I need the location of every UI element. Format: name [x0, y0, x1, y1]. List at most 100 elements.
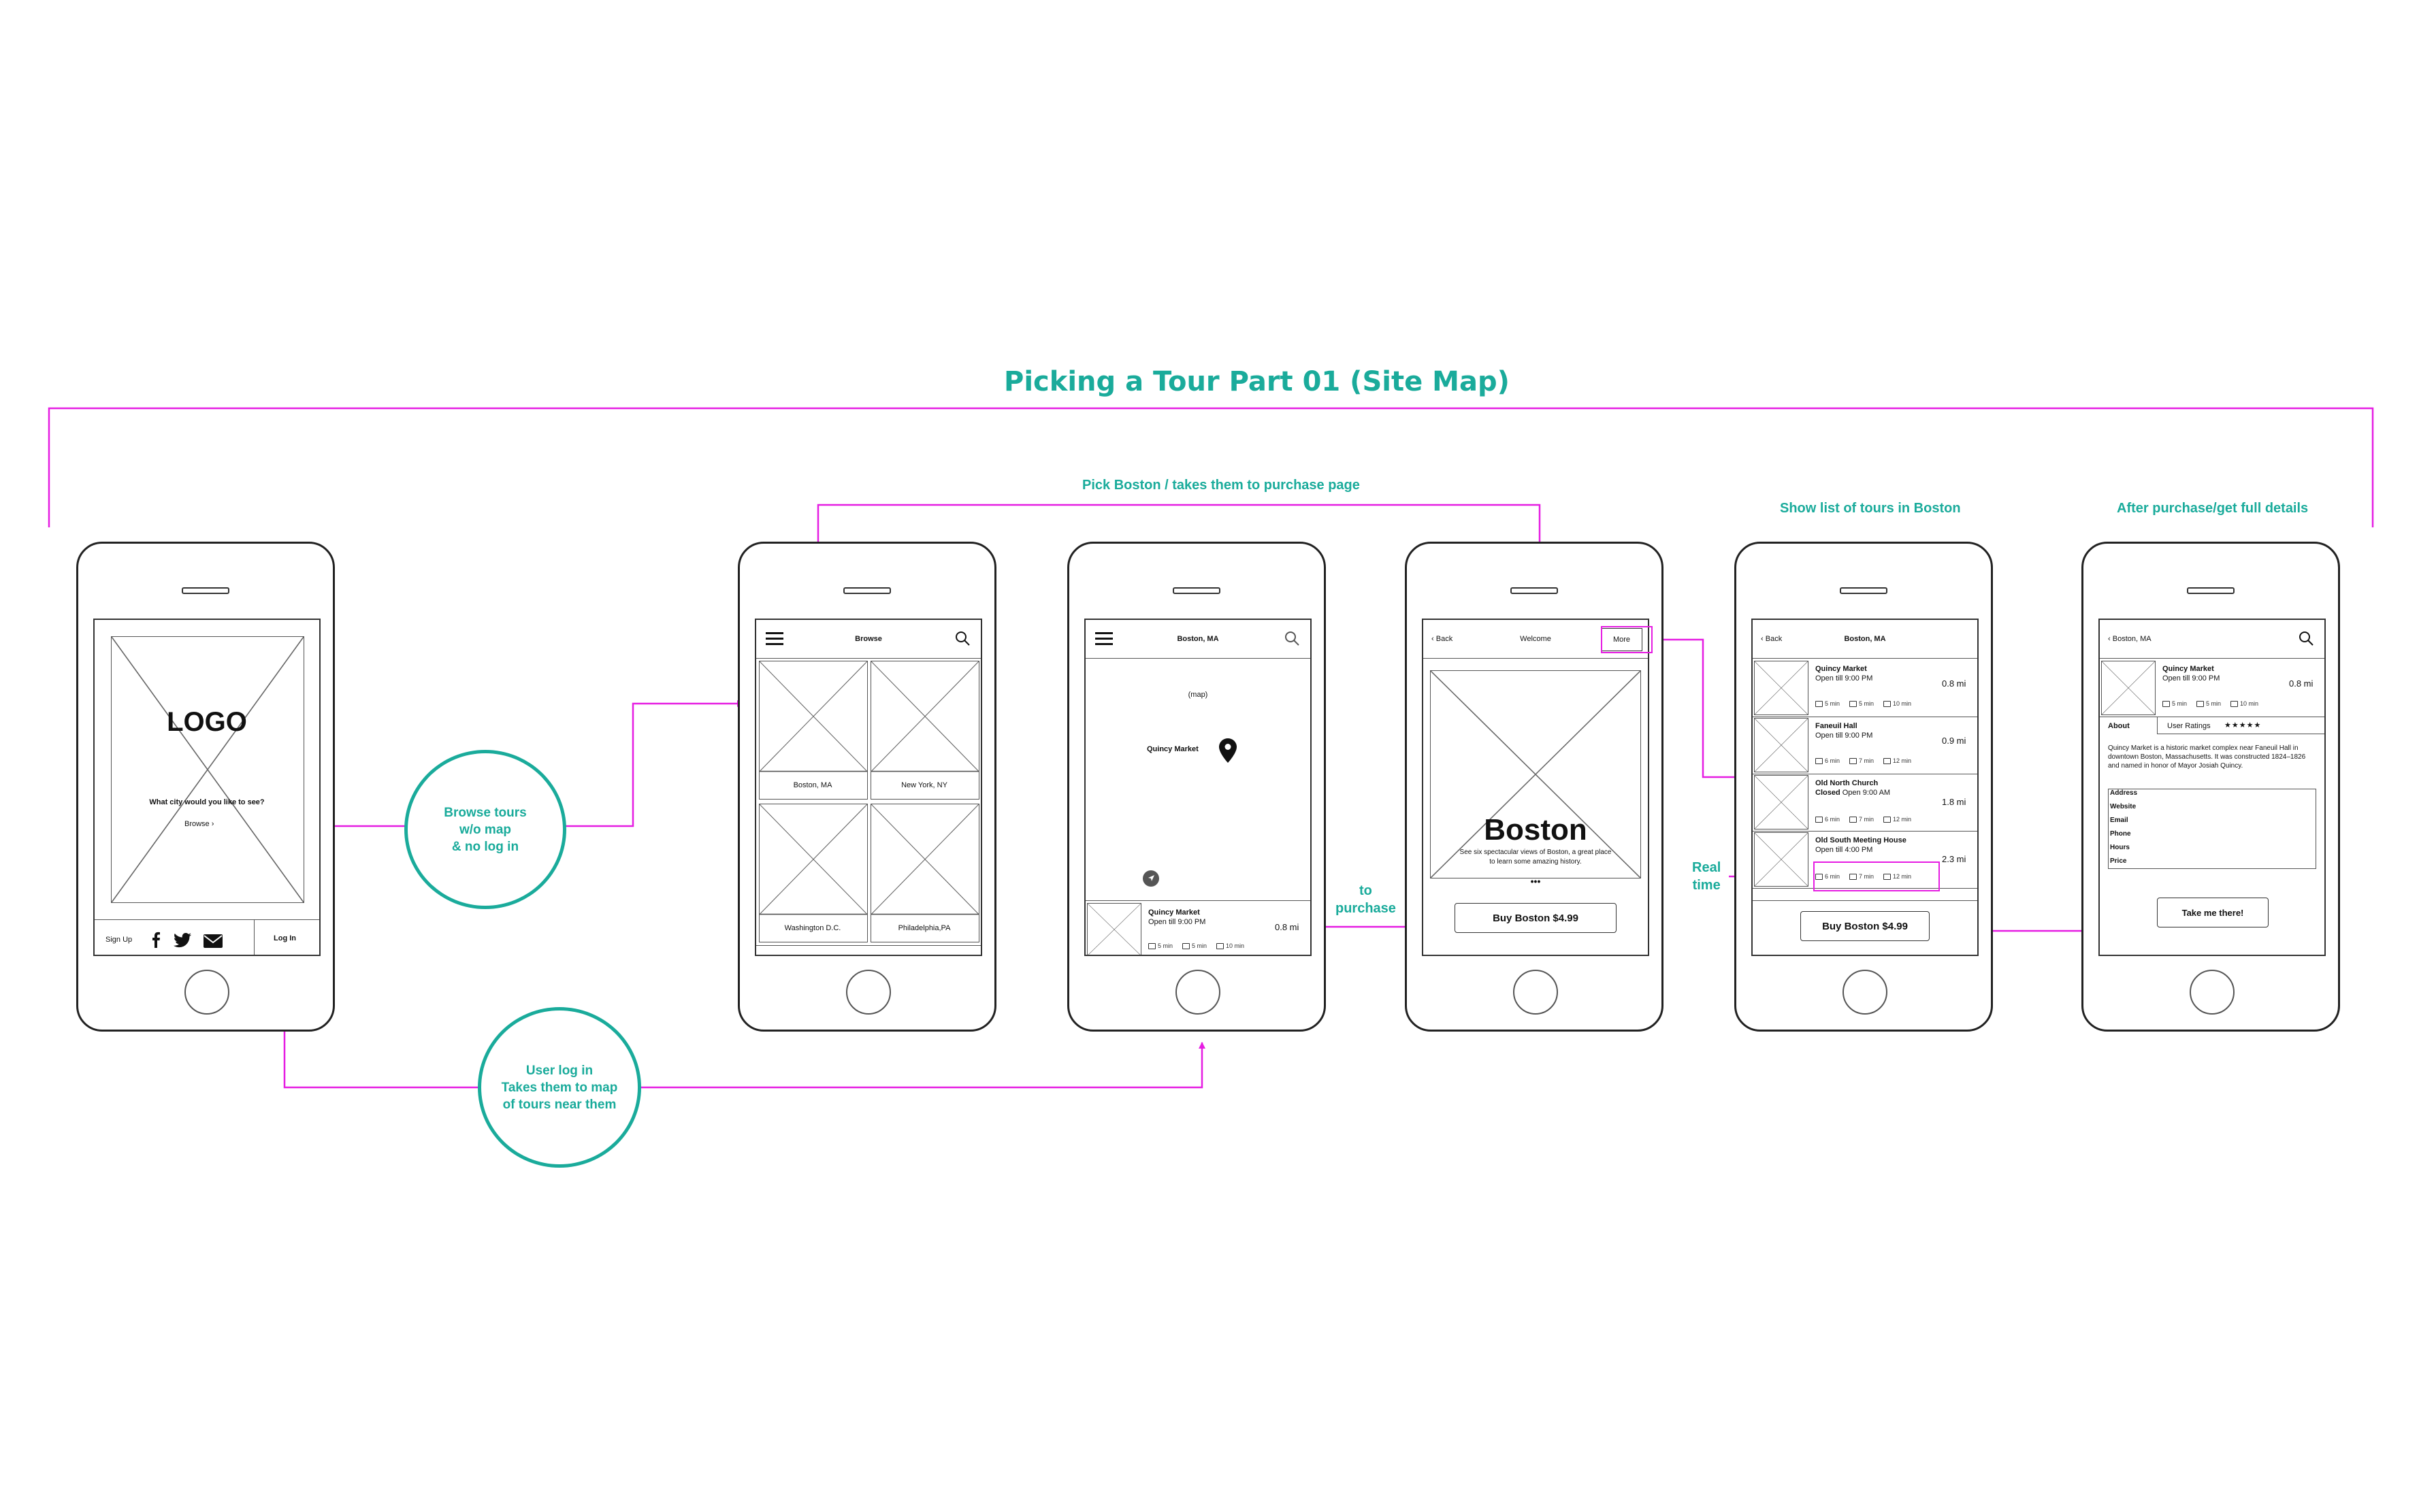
tour-list-item[interactable]: Faneuil Hall Open till 9:00 PM 0.9 mi 6 …: [1753, 717, 1977, 772]
tour-distance: 1.8 mi: [1942, 797, 1966, 807]
sign-up-link[interactable]: Sign Up: [105, 936, 133, 944]
search-icon[interactable]: [955, 631, 970, 646]
travel-times: 5 min 5 min 10 min: [2162, 700, 2258, 708]
buy-button[interactable]: Buy Boston $4.99: [1800, 911, 1930, 941]
map-pin-icon[interactable]: [1219, 738, 1237, 763]
screen-header: Boston, MA: [1177, 635, 1219, 643]
twitter-icon[interactable]: [174, 933, 191, 948]
city-hero-image: [1430, 670, 1641, 878]
phone-speaker: [1510, 587, 1558, 594]
ratings-tab[interactable]: User Ratings ★★★★★: [2157, 717, 2324, 734]
about-tab[interactable]: About: [2108, 722, 2130, 730]
note-show-list: Show list of tours in Boston: [1780, 501, 1961, 516]
back-button[interactable]: ‹ Back: [1761, 635, 1782, 643]
city-label: Philadelphia,PA: [898, 924, 951, 932]
field-website: Website: [2110, 803, 2137, 810]
car-icon: [1815, 701, 1823, 708]
menu-icon[interactable]: [766, 632, 783, 646]
bus-time: 7 min: [1849, 873, 1874, 881]
note-pick-boston: Pick Boston / takes them to purchase pag…: [1082, 478, 1360, 493]
ratings-label: User Ratings: [2167, 722, 2211, 730]
diagram-title: Picking a Tour Part 01 (Site Map): [1004, 366, 1510, 397]
facebook-icon[interactable]: [150, 932, 161, 948]
city-tile-boston[interactable]: Boston, MA: [759, 661, 868, 800]
note-after-purchase: After purchase/get full details: [2117, 501, 2309, 516]
tour-thumbnail: [1087, 903, 1141, 955]
bubble-login-text: User log in Takes them to map of tours n…: [501, 1063, 618, 1112]
take-me-there-button[interactable]: Take me there!: [2157, 898, 2269, 927]
screen-tour-detail: ‹ Boston, MA Quincy Market Open till 9:0…: [2098, 619, 2326, 956]
tour-list-item[interactable]: Quincy Market Open till 9:00 PM 0.8 mi 5…: [1086, 902, 1310, 955]
tour-description: Quincy Market is a historic market compl…: [2108, 744, 2306, 770]
city-label: New York, NY: [901, 781, 947, 789]
chevron-right-icon: ›: [211, 820, 214, 828]
locate-icon[interactable]: [1143, 870, 1159, 887]
car-icon: [1148, 943, 1156, 950]
phone-home-button: [1513, 970, 1558, 1015]
walk-time: 10 min: [2230, 700, 2258, 708]
city-title: Boston: [1484, 813, 1587, 847]
back-button[interactable]: ‹ Boston, MA: [2108, 635, 2152, 643]
divider: [95, 919, 319, 920]
search-icon[interactable]: [2299, 631, 2314, 646]
tour-distance: 0.8 mi: [1275, 922, 1299, 932]
tour-name: Faneuil Hall: [1815, 722, 1857, 730]
search-icon[interactable]: [1284, 631, 1299, 646]
walk-time: 12 min: [1883, 873, 1911, 881]
car-time: 6 min: [1815, 816, 1840, 823]
tour-summary: Quincy Market Open till 9:00 PM 0.8 mi 5…: [2100, 659, 2324, 715]
tour-hours: Open till 9:00 PM: [1815, 674, 1873, 683]
walk-icon: [1883, 874, 1892, 881]
tour-name: Quincy Market: [2162, 665, 2214, 673]
chevron-left-icon: ‹: [2108, 635, 2111, 643]
browse-link-label: Browse: [184, 820, 210, 828]
chevron-left-icon: ‹: [1761, 635, 1764, 643]
phone-landing: LOGO What city would you like to see? Br…: [76, 542, 335, 1032]
tour-hours: Closed Open 9:00 AM: [1815, 789, 1891, 797]
walk-icon: [1883, 758, 1892, 765]
back-label: Boston, MA: [2112, 635, 2152, 643]
buy-button[interactable]: Buy Boston $4.99: [1455, 903, 1617, 933]
tour-name: Old South Meeting House: [1815, 836, 1906, 844]
city-tile-washington[interactable]: Washington D.C.: [759, 804, 868, 942]
tour-list-item[interactable]: Old South Meeting House Open till 4:00 P…: [1753, 831, 1977, 887]
travel-times: 6 min 7 min 12 min: [1815, 816, 1911, 823]
tour-distance: 0.8 mi: [1942, 678, 1966, 689]
phone-home-button: [1842, 970, 1887, 1015]
more-label: More: [1612, 636, 1631, 644]
bubble-login: User log in Takes them to map of tours n…: [478, 1007, 641, 1168]
tour-list-item[interactable]: Old North Church Closed Open 9:00 AM 1.8…: [1753, 774, 1977, 829]
more-to-list-line: [1653, 638, 1742, 780]
car-icon: [1815, 758, 1823, 765]
phone-speaker: [1173, 587, 1220, 594]
log-in-button[interactable]: Log In: [254, 919, 319, 955]
bus-icon: [1849, 874, 1857, 881]
divider: [1753, 900, 1977, 901]
back-button[interactable]: ‹ Back: [1431, 635, 1452, 643]
bus-icon: [1849, 701, 1857, 708]
tour-hours: Open till 4:00 PM: [1815, 846, 1873, 854]
city-tile-philadelphia[interactable]: Philadelphia,PA: [871, 804, 979, 942]
menu-icon[interactable]: [1095, 632, 1113, 646]
phone-speaker: [182, 587, 229, 594]
city-label: Washington D.C.: [784, 924, 841, 932]
browse-link[interactable]: Browse ›: [184, 820, 214, 828]
details-box: Address Website Email Phone Hours Price: [2108, 789, 2316, 869]
car-time: 6 min: [1815, 757, 1840, 765]
phone-home-button: [184, 970, 229, 1015]
pager-dots[interactable]: •••: [1530, 876, 1541, 887]
travel-times: 6 min 7 min 12 min: [1815, 873, 1911, 881]
star-rating: ★★★★★: [2224, 721, 2262, 729]
city-tile-new-york[interactable]: New York, NY: [871, 661, 979, 800]
phone-tour-detail: ‹ Boston, MA Quincy Market Open till 9:0…: [2081, 542, 2340, 1032]
phone-speaker: [2187, 587, 2235, 594]
divider: [756, 945, 981, 946]
walk-icon: [2230, 701, 2239, 708]
tour-list-item[interactable]: Quincy Market Open till 9:00 PM 0.8 mi 5…: [1753, 659, 1977, 715]
mail-icon[interactable]: [204, 934, 223, 948]
city-description-2: to learn some amazing history.: [1489, 858, 1582, 866]
map-pin-label: Quincy Market: [1147, 745, 1199, 753]
car-time: 5 min: [1815, 700, 1840, 708]
highlight-more: [1601, 626, 1653, 653]
